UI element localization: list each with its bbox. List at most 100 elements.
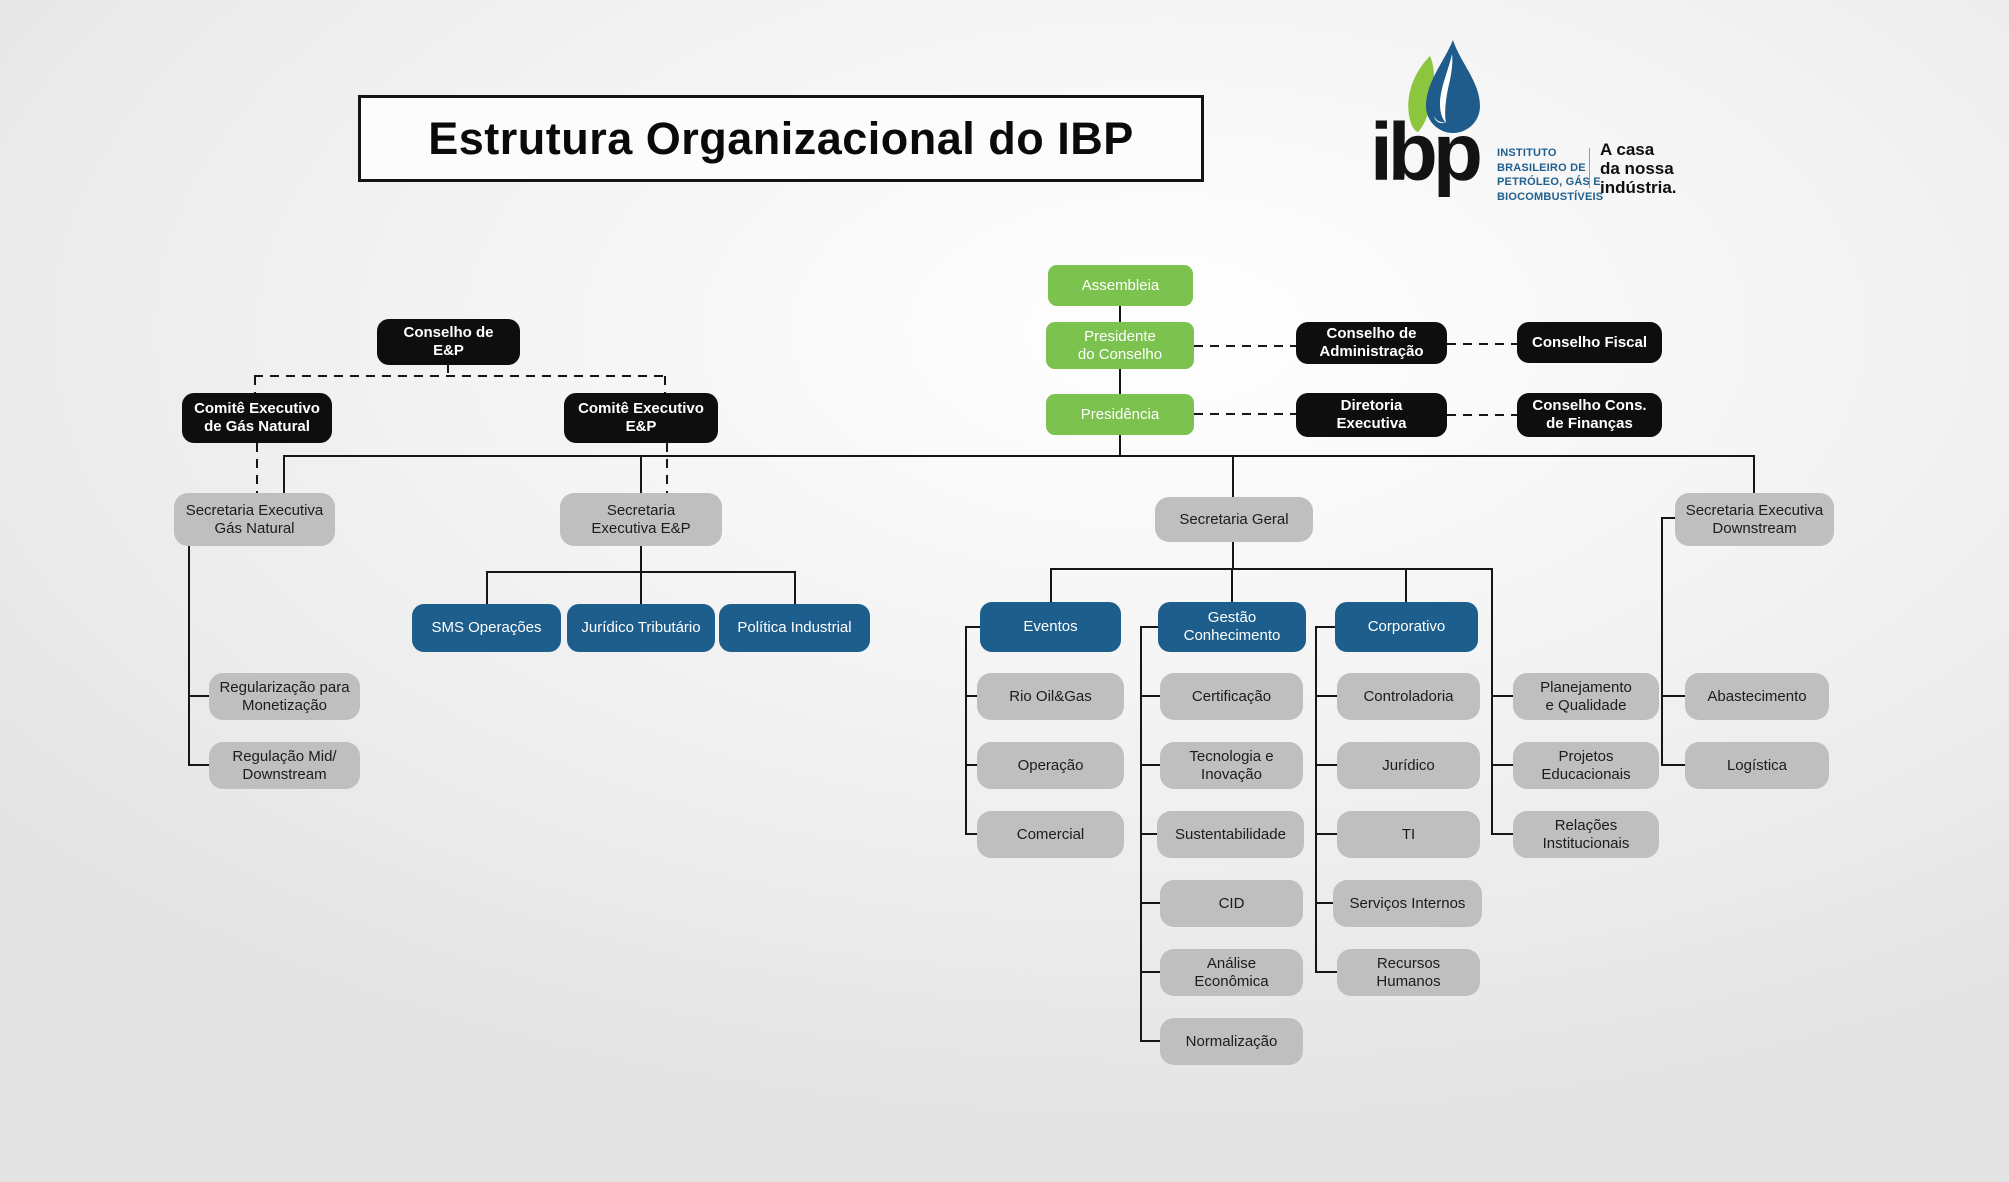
node-diretoria-executiva: Diretoria Executiva [1296,393,1447,437]
connector-dashed-line [254,375,666,377]
node-presidente-do-conselho: Presidente do Conselho [1046,322,1194,369]
connector-line [1753,456,1755,493]
connector-dashed-line [1447,414,1517,416]
ibp-drop-icon [1408,40,1480,133]
node-relacoes-institucionais: Relações Institucionais [1513,811,1659,858]
node-rio-oilgas: Rio Oil&Gas [977,673,1124,720]
node-gestao-conhecimento: Gestão Conhecimento [1158,602,1306,652]
node-comercial: Comercial [977,811,1124,858]
ibp-wordmark: ibp [1370,107,1483,198]
connector-dashed-line [447,364,449,376]
node-recursos-humanos: Recursos Humanos [1337,949,1480,996]
connector-line [965,626,967,835]
node-servicos-internos: Serviços Internos [1333,880,1482,927]
node-sms-operacoes: SMS Operações [412,604,561,652]
node-assembleia: Assembleia [1048,265,1193,306]
connector-dashed-line [1194,345,1296,347]
page-title: Estrutura Organizacional do IBP [358,95,1204,182]
node-ti: TI [1337,811,1480,858]
connector-line [1119,435,1121,456]
connector-line [1050,569,1052,602]
connector-line [640,456,642,493]
ibp-tagline: A casa da nossa indústria. [1600,140,1677,197]
node-juridico: Jurídico [1337,742,1480,789]
node-planejamento: Planejamento e Qualidade [1513,673,1659,720]
connector-line [1119,306,1121,323]
connector-dashed-line [254,376,256,394]
node-politica-industrial: Política Industrial [719,604,870,652]
connector-dashed-line [1447,343,1517,345]
connector-line [1405,569,1407,602]
connector-line [794,572,796,604]
node-conselho-ep: Conselho de E&P [377,319,520,365]
connector-line [1119,369,1121,394]
connector-line [1050,568,1493,570]
node-secretaria-downstream: Secretaria Executiva Downstream [1675,493,1834,546]
node-regulacao: Regulação Mid/ Downstream [209,742,360,789]
ibp-institute-text: INSTITUTO BRASILEIRO DE PETRÓLEO, GÁS E … [1497,147,1604,203]
connector-line [1661,517,1675,519]
connector-line [1315,764,1337,766]
connector-line [640,572,642,604]
node-tecnologia: Tecnologia e Inovação [1160,742,1303,789]
node-juridico-tributario: Jurídico Tributário [567,604,715,652]
connector-line [1315,626,1317,973]
node-logistica: Logística [1685,742,1829,789]
node-presidencia: Presidência [1046,394,1194,435]
node-controladoria: Controladoria [1337,673,1480,720]
logo-divider [1589,148,1590,188]
connector-line [283,456,285,493]
connector-line [1491,695,1513,697]
connector-line [1140,833,1160,835]
connector-line [965,695,977,697]
node-comite-gas-natural: Comitê Executivo de Gás Natural [182,393,332,443]
connector-line [965,764,977,766]
connector-line [1661,764,1685,766]
node-normalizacao: Normalização [1160,1018,1303,1065]
node-secretaria-gas-natural: Secretaria Executiva Gás Natural [174,493,335,546]
node-abastecimento: Abastecimento [1685,673,1829,720]
connector-line [965,833,977,835]
node-projetos-educacionais: Projetos Educacionais [1513,742,1659,789]
connector-line [1232,456,1234,497]
connector-line [1315,626,1335,628]
connector-dashed-line [666,443,668,493]
node-regularizacao: Regularização para Monetização [209,673,360,720]
node-sustentabilidade: Sustentabilidade [1157,811,1304,858]
node-certificacao: Certificação [1160,673,1303,720]
node-conselho-fiscal: Conselho Fiscal [1517,322,1662,363]
connector-line [1491,569,1493,835]
connector-line [1231,569,1233,602]
connector-line [188,764,209,766]
node-secretaria-ep: Secretaria Executiva E&P [560,493,722,546]
node-operacao: Operação [977,742,1124,789]
connector-line [1315,833,1337,835]
connector-line [1315,902,1337,904]
node-conselho-financas: Conselho Cons. de Finanças [1517,393,1662,437]
connector-line [1491,764,1513,766]
connector-line [486,572,488,604]
node-corporativo: Corporativo [1335,602,1478,652]
connector-line [1140,902,1160,904]
connector-dashed-line [256,443,258,493]
node-cid: CID [1160,880,1303,927]
connector-line [1661,695,1685,697]
connector-line [1315,971,1337,973]
connector-line [1140,626,1158,628]
connector-line [1661,517,1663,766]
connector-line [965,626,980,628]
connector-line [1140,695,1160,697]
connector-line [1491,833,1513,835]
node-comite-ep: Comitê Executivo E&P [564,393,718,443]
connector-line [1140,1040,1160,1042]
node-secretaria-geral: Secretaria Geral [1155,497,1313,542]
connector-line [1315,695,1337,697]
connector-line [188,695,209,697]
connector-dashed-line [1194,413,1296,415]
connector-line [1140,971,1160,973]
node-analise-economica: Análise Econômica [1160,949,1303,996]
connector-dashed-line [664,376,666,394]
connector-line [640,546,642,571]
connector-line [1232,542,1234,568]
